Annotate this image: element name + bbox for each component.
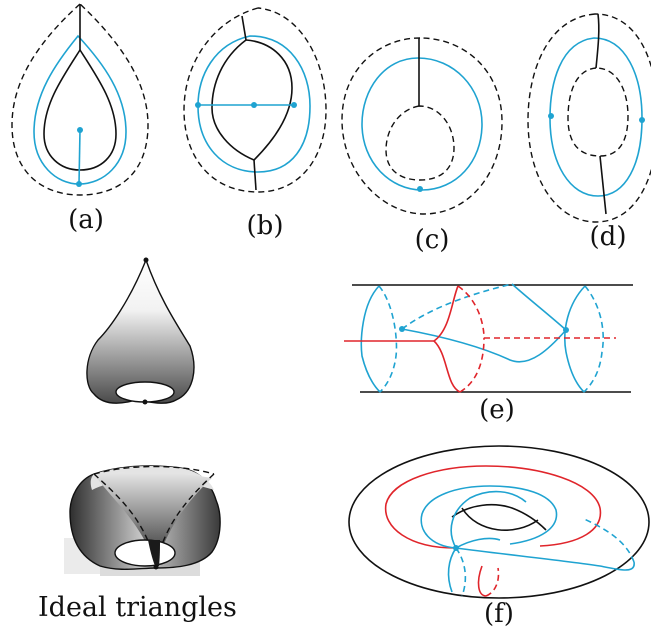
dashed-arc-left [93, 473, 157, 567]
black-edge-bottom [599, 155, 607, 215]
vertex-dot [195, 102, 201, 108]
inner-dashed-boundary [385, 105, 455, 181]
outer-dashed-boundary [341, 37, 503, 215]
ideal-vertex [142, 399, 148, 405]
panel-label-f: (f) [484, 599, 514, 629]
cyan-loop [549, 37, 643, 197]
black-edge-top [595, 13, 600, 69]
vertex-dot [417, 186, 423, 192]
red-branch-up [433, 285, 459, 342]
cyan-short [455, 537, 501, 549]
cyan-edge [78, 129, 81, 185]
red-dashed-lower [459, 337, 485, 393]
hole-ellipse [114, 539, 176, 567]
dashed-arc-top [93, 465, 215, 475]
caption-ideal-triangles: Ideal triangles [38, 592, 237, 623]
cyan-connector-lower [401, 328, 567, 363]
vertex-dot [563, 327, 569, 333]
ideal-triangle-bottom [64, 465, 221, 576]
panel-label-b: (b) [247, 211, 284, 241]
cyan-down-dashed [455, 547, 467, 597]
cyan-long-arc [455, 547, 635, 571]
inner-dashed-boundary [567, 67, 629, 157]
outer-dashed-boundary [527, 13, 651, 223]
cyan-loop [361, 57, 483, 191]
panel-e: (e) [344, 283, 633, 425]
black-loop [211, 39, 293, 161]
meridian-left-solid [360, 285, 381, 393]
vertex-dot [548, 113, 554, 119]
vertex-dot [639, 117, 645, 123]
panel-a: (a) [11, 3, 149, 235]
vertex-dot [76, 181, 82, 187]
vertex-dot [399, 326, 405, 332]
torus-outer [348, 445, 650, 599]
dashed-arc-right [155, 473, 215, 567]
vertex-dot [453, 545, 459, 551]
dark-cusp [94, 472, 212, 566]
vertex-dot [291, 102, 297, 108]
vertex-dot [77, 127, 83, 133]
panel-label-c: (c) [415, 225, 450, 255]
black-edge-bottom [253, 159, 257, 191]
cusp-spike [148, 540, 160, 566]
torus-hole-upper [451, 503, 547, 531]
red-dashed-upper [457, 285, 485, 339]
cyan-dashed-connector [401, 283, 513, 330]
cyan-loop-inner [450, 490, 527, 549]
cyan-dashed-right [581, 517, 635, 563]
cyan-loop [197, 35, 311, 173]
panel-label-a: (a) [68, 205, 104, 235]
cyan-down-solid [447, 547, 457, 593]
panel-d: (d) [527, 13, 651, 252]
red-small-dashed [485, 567, 500, 597]
ideal-triangle-top [86, 257, 195, 405]
torus-hole-lower [461, 507, 539, 531]
cyan-connector-upper [511, 283, 567, 331]
panel-label-d: (d) [590, 222, 627, 252]
cyan-loop-outer [420, 485, 558, 549]
outer-dashed-boundary [11, 3, 149, 196]
meridian-left-dashed [378, 285, 398, 393]
panel-label-e: (e) [479, 395, 515, 425]
ideal-vertex [143, 257, 149, 263]
meridian-right-solid [564, 285, 586, 393]
panel-b: (b) [183, 7, 327, 241]
black-edge-top [241, 15, 247, 41]
red-branch-down [433, 340, 461, 393]
meridian-right-dashed [583, 285, 604, 393]
red-small-solid [477, 565, 487, 597]
panel-f: (f) [348, 445, 650, 629]
panel-c: (c) [341, 37, 503, 255]
vertex-dot [251, 102, 257, 108]
red-loop [384, 465, 602, 549]
ideal-vertex [153, 564, 159, 570]
hole-ellipse [115, 381, 175, 403]
